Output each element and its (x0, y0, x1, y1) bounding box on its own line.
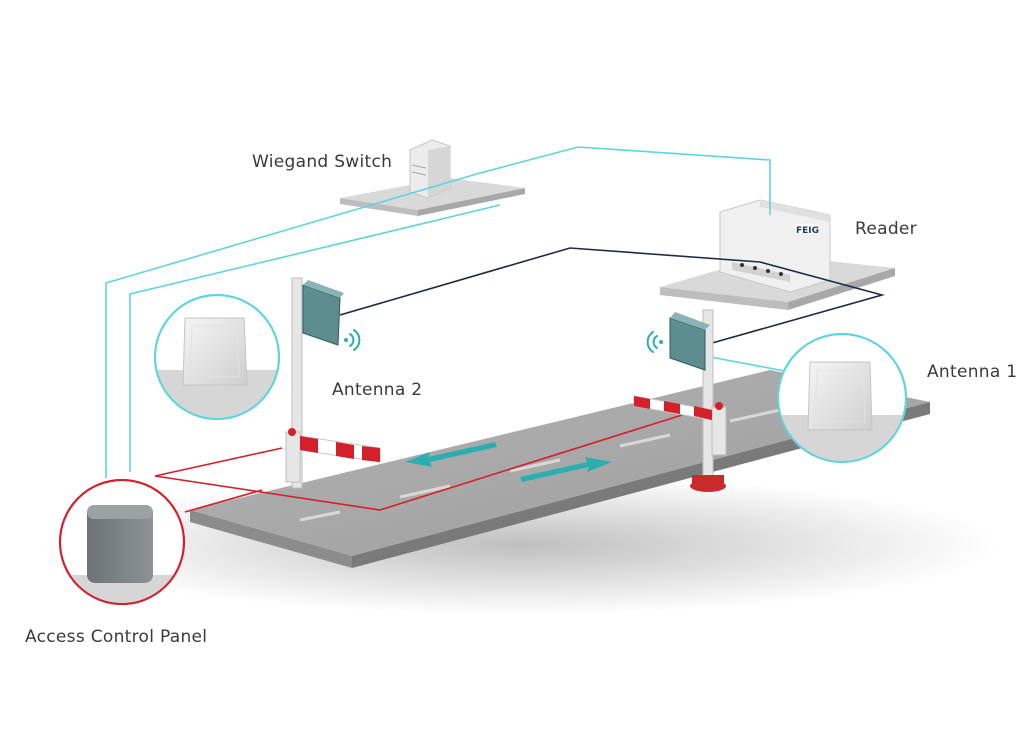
wiegand-switch-label: Wiegand Switch (252, 152, 393, 172)
wiegand-switch-device (409, 139, 451, 199)
data-lines (105, 146, 791, 478)
barrier-left (285, 428, 381, 483)
antenna-1-label: Antenna 1 (927, 362, 1018, 382)
antenna-2-zoom-circle (154, 294, 280, 420)
control-lines (154, 409, 699, 513)
wifi-signal-icon (646, 331, 663, 353)
antenna-cable (339, 247, 886, 346)
direction-arrow-right (520, 457, 612, 482)
barrier-right (633, 395, 727, 456)
antenna-1-pole (669, 309, 726, 492)
access-control-panel-zoom-circle (59, 479, 185, 605)
antenna-1-zoom-circle (777, 333, 907, 463)
access-control-panel-label: Access Control Panel (25, 627, 208, 647)
reader-label: Reader (855, 219, 917, 239)
antenna-2-pole (291, 277, 344, 489)
direction-arrow-left (405, 442, 497, 467)
reader-device (719, 199, 831, 293)
wifi-signal-icon (344, 329, 361, 351)
reader-brand: FEIG (796, 226, 819, 236)
antenna-2-label: Antenna 2 (332, 380, 423, 400)
